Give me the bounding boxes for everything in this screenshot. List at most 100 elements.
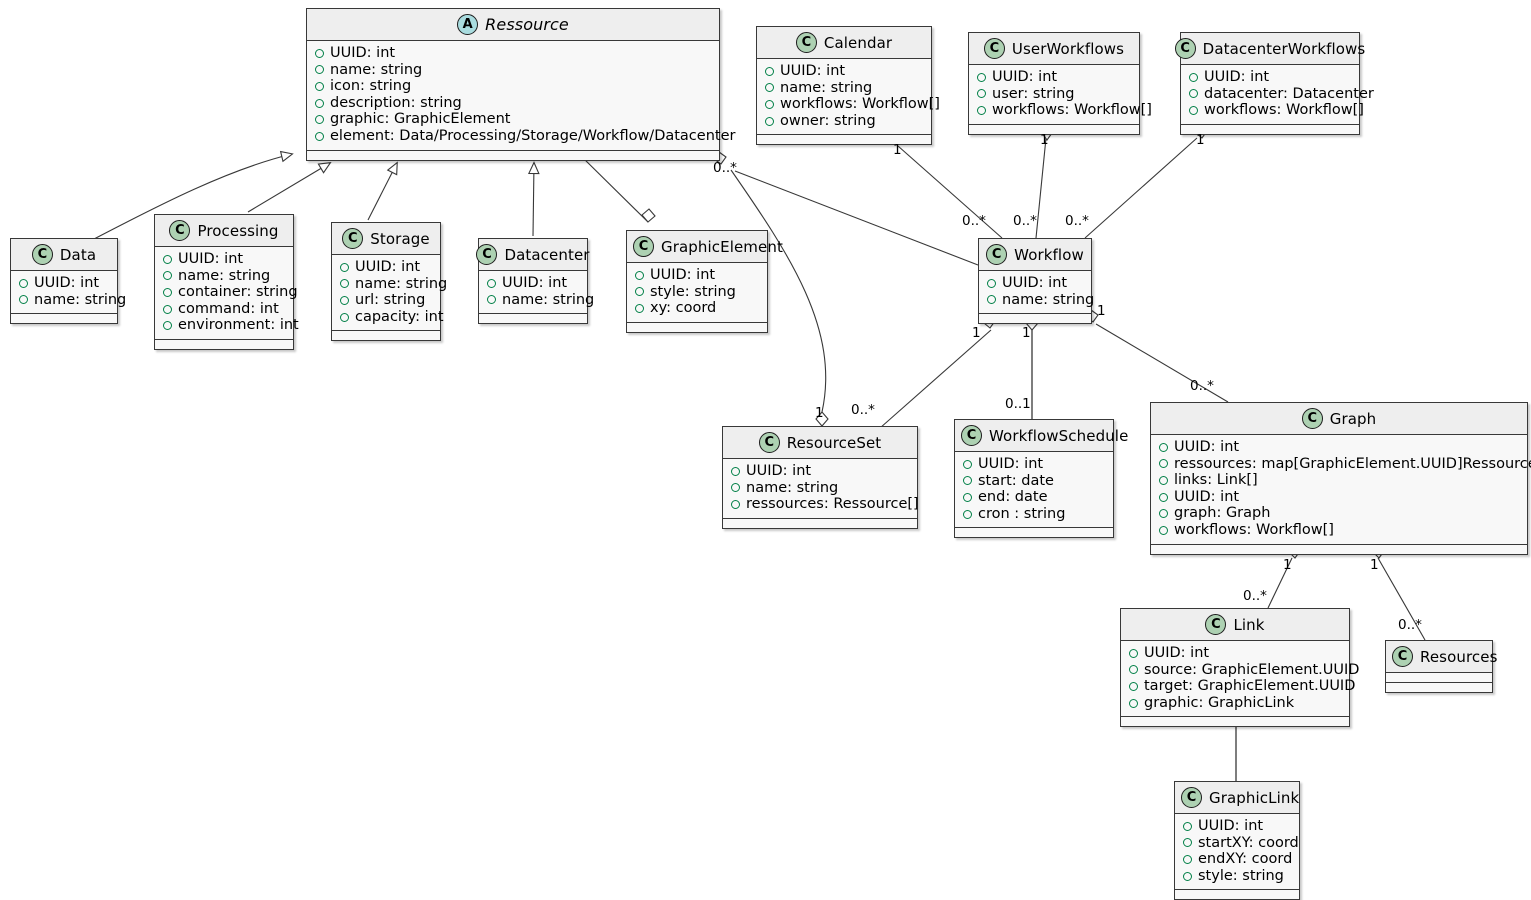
attribute-row: environment: int (163, 317, 299, 334)
class-icon: C (476, 244, 498, 265)
public-visibility-icon (765, 66, 774, 76)
class-methods-compartment (307, 150, 719, 160)
public-visibility-icon (1159, 492, 1168, 502)
attribute-label: UUID: int (1198, 818, 1264, 834)
class-icon: C (986, 244, 1008, 265)
public-visibility-icon (635, 303, 644, 313)
public-visibility-icon (163, 287, 172, 297)
attribute-row: UUID: int (963, 456, 1107, 473)
attribute-row: endXY: coord (1183, 851, 1293, 868)
attribute-row: UUID: int (977, 69, 1133, 86)
class-methods-compartment (979, 314, 1091, 324)
attribute-label: source: GraphicElement.UUID (1144, 661, 1360, 678)
class-methods-compartment (1121, 717, 1349, 727)
attribute-row: name: string (315, 62, 713, 79)
public-visibility-icon (19, 278, 28, 288)
attribute-label: datacenter: Datacenter (1204, 85, 1374, 102)
attribute-label: UUID: int (1204, 69, 1270, 85)
class-name-resources: Resources (1420, 647, 1498, 666)
attribute-row: owner: string (765, 113, 925, 130)
public-visibility-icon (963, 476, 972, 486)
multiplicity-label: 1 (1097, 303, 1106, 319)
attribute-row: graphic: GraphicElement (315, 111, 713, 128)
attribute-row: icon: string (315, 78, 713, 95)
attribute-label: workflows: Workflow[] (1174, 521, 1334, 538)
public-visibility-icon (315, 81, 324, 91)
attribute-row: UUID: int (731, 463, 911, 480)
public-visibility-icon (315, 115, 324, 125)
attribute-row: command: int (163, 301, 287, 318)
attribute-row: workflows: Workflow[] (1189, 102, 1364, 119)
multiplicity-label: 0..* (1398, 617, 1422, 633)
public-visibility-icon (1183, 838, 1192, 848)
attribute-row: UUID: int (1159, 439, 1521, 456)
attribute-row: UUID: int (1183, 818, 1293, 835)
class-name-userworkflows: UserWorkflows (1011, 39, 1125, 58)
attribute-label: name: string (746, 479, 839, 496)
attribute-row: workflows: Workflow[] (1159, 522, 1521, 539)
attribute-row: UUID: int (987, 275, 1085, 292)
class-methods-compartment (1175, 890, 1299, 900)
public-visibility-icon (731, 466, 740, 476)
multiplicity-label: 0..* (851, 402, 875, 418)
edge-datacenterworkflows-workflow (1084, 137, 1198, 239)
attribute-row: style: string (1183, 868, 1293, 885)
attribute-row: name: string (731, 480, 911, 497)
attribute-row: UUID: int (19, 275, 111, 292)
public-visibility-icon (163, 271, 172, 281)
multiplicity-label: 1 (1283, 557, 1292, 573)
public-visibility-icon (987, 278, 996, 288)
multiplicity-label: 0..* (962, 213, 986, 229)
multiplicity-label: 0..* (1013, 213, 1037, 229)
class-icon: C (1181, 787, 1202, 808)
attribute-label: UUID: int (502, 275, 568, 291)
public-visibility-icon (977, 105, 986, 115)
class-name-processing: Processing (197, 221, 279, 240)
class-name-workflowschedule: WorkflowSchedule (989, 426, 1129, 445)
class-methods-compartment (757, 135, 931, 145)
public-visibility-icon (340, 279, 349, 289)
multiplicity-label: 0..* (1243, 588, 1267, 604)
attribute-label: name: string (502, 291, 595, 308)
class-icon: C (758, 432, 780, 453)
attribute-label: style: string (1198, 867, 1284, 884)
public-visibility-icon (977, 89, 986, 99)
attribute-label: command: int (178, 300, 279, 317)
attribute-row: name: string (987, 292, 1094, 309)
public-visibility-icon (1129, 681, 1138, 691)
public-visibility-icon (315, 98, 324, 108)
attribute-row: xy: coord (635, 300, 761, 317)
attribute-label: name: string (1002, 291, 1095, 308)
class-icon: C (795, 32, 817, 53)
public-visibility-icon (19, 295, 28, 305)
